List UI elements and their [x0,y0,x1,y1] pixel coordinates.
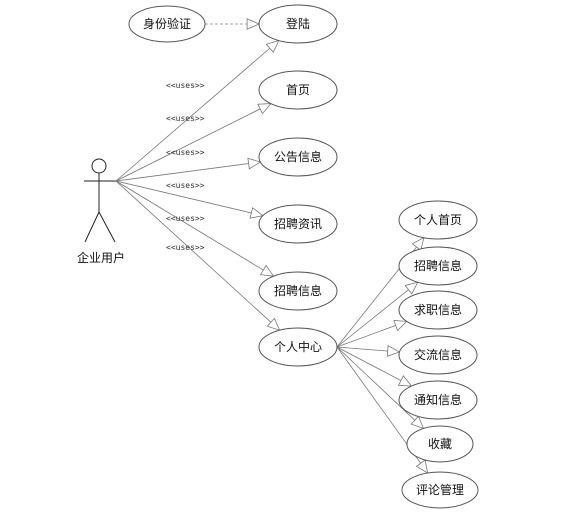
use-case-job-seeking-ellipse [398,290,478,330]
use-case-auth: 身份验证 [128,5,206,43]
use-case-comment-management-ellipse [401,471,479,509]
use-case-notice: 公告信息 [258,137,338,177]
use-case-login-label: 登陆 [286,16,310,31]
association-recruit-news [115,180,263,217]
use-case-login: 登陆 [258,4,338,44]
use-case-recruit-news-ellipse [258,204,338,244]
use-case-recruit-info-2: 招聘信息 [398,246,478,286]
stereotype-label: <<uses>> [166,214,205,223]
use-case-recruit-info-ellipse [258,271,338,311]
actor-name: 企业用户 [77,250,125,265]
sub-arrowhead-comment-management [415,459,429,474]
arrowhead-home [257,103,272,115]
use-case-recruit-info-2-ellipse [398,246,478,286]
sub-arrowhead-notification [397,375,413,387]
actor-right-leg [98,211,116,243]
use-case-login-ellipse [258,4,338,44]
use-case-recruit-info-2-label: 招聘信息 [414,258,462,273]
use-case-personal-home: 个人首页 [398,200,478,240]
use-case-home-ellipse [258,70,338,110]
sub-arrowhead-exchange [386,345,401,357]
use-case-exchange-ellipse [398,335,478,375]
association-home [115,103,271,182]
use-case-notification-label: 通知信息 [414,392,462,407]
use-case-auth-ellipse [128,5,206,43]
use-case-favorites-ellipse [406,425,474,463]
arrowhead-personal-center [266,317,281,331]
arrowhead-login [265,39,280,54]
connector-lines: <<uses>> <<uses>> <<uses>> <<uses>> <<uses>>… [115,18,429,474]
use-case-notification: 通知信息 [398,380,478,420]
use-case-recruit-info-label: 招聘信息 [274,283,322,298]
actor: 企业用户 [77,158,125,265]
use-case-personal-home-label: 个人首页 [414,213,462,227]
sub-arrowhead-job-seeking [393,320,408,332]
use-case-recruit-news-label: 招聘资讯 [274,217,322,231]
use-case-favorites: 收藏 [406,425,474,463]
stereotype-label: <<uses>> [166,243,205,252]
use-case-home-label: 首页 [286,83,310,97]
association-recruit-info [115,180,274,277]
use-case-exchange-label: 交流信息 [414,347,462,362]
use-case-comment-management: 评论管理 [401,471,479,509]
sub-arrowhead-recruit-info-2 [404,281,419,295]
use-case-recruit-news: 招聘资讯 [258,204,338,244]
arrowhead-recruit-news [249,207,264,219]
use-case-job-seeking: 求职信息 [398,290,478,330]
stereotype-label: <<uses>> [166,114,205,123]
association-personal-center [115,180,280,331]
association-login [115,40,280,182]
arrowhead-auth-login [246,18,260,30]
actor-left-leg [84,211,100,243]
use-case-personal-center: 个人中心 [258,327,338,367]
arrowhead-recruit-info [259,264,275,277]
use-case-personal-center-label: 个人中心 [274,339,322,354]
sub-association-recruit-info-2 [336,281,419,348]
use-case-recruit-info: 招聘信息 [258,271,338,311]
stereotype-label: <<uses>> [166,81,205,90]
use-case-exchange: 交流信息 [398,335,478,375]
actor-head [91,158,107,174]
use-case-personal-home-ellipse [398,200,478,240]
association-notice [115,161,261,182]
arrowhead-notice [247,157,262,170]
stereotype-label: <<uses>> [166,148,205,157]
use-case-comment-management-label: 评论管理 [416,482,464,497]
use-case-personal-center-ellipse [258,327,338,367]
sub-association-favorites [336,346,424,429]
sub-arrowhead-personal-home [411,236,425,251]
sub-arrowhead-favorites [410,415,425,430]
sub-association-notification [336,346,412,387]
sub-association-job-seeking [336,321,407,348]
use-case-favorites-label: 收藏 [428,437,452,451]
use-case-home: 首页 [258,70,338,110]
stereotype-label: <<uses>> [166,181,205,190]
use-case-notification-ellipse [398,380,478,420]
use-case-notice-ellipse [258,137,338,177]
use-case-auth-label: 身份验证 [143,16,191,31]
use-case-job-seeking-label: 求职信息 [414,302,462,317]
use-case-notice-label: 公告信息 [274,149,322,164]
